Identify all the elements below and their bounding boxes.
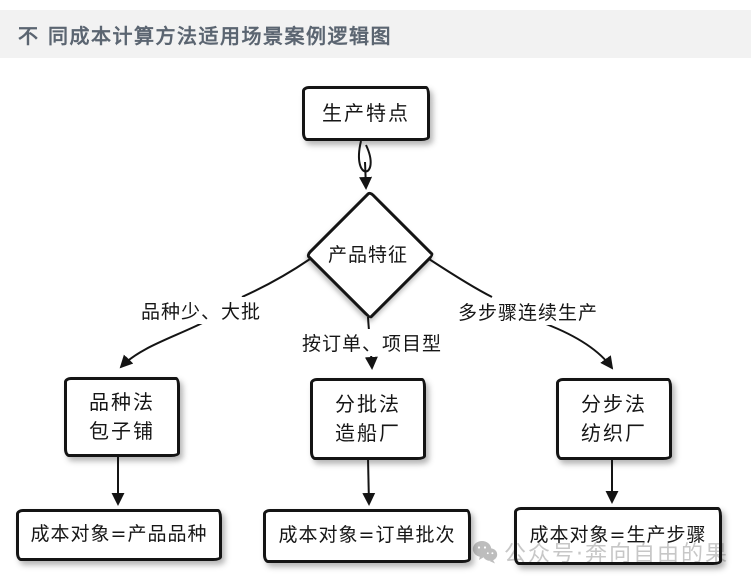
node-label-line2: 纺织厂 (581, 421, 647, 445)
node-label: 成本对象=产品品种 (30, 523, 208, 546)
node-cost-object-step: 成本对象=生产步骤 (514, 507, 722, 565)
node-label: 成本对象=订单批次 (278, 524, 456, 547)
edge-label-few-varieties: 品种少、大批 (138, 297, 265, 324)
edge-production-to-decision (359, 161, 373, 190)
node-production-characteristics: 生产特点 (302, 86, 430, 141)
node-variety-method: 品种法 包子铺 (64, 377, 180, 457)
edge-batch-to-object (362, 457, 376, 506)
node-label-line2: 包子铺 (89, 419, 155, 443)
wechat-icon (472, 541, 498, 564)
edge-decision-to-left-seg1 (241, 258, 311, 298)
node-label-line1: 品种法 (89, 390, 155, 414)
node-batch-method: 分批法 造船厂 (310, 378, 426, 460)
node-step-method: 分步法 纺织厂 (556, 378, 672, 460)
node-cost-object-variety: 成本对象=产品品种 (16, 509, 222, 561)
node-label-line1: 分步法 (581, 392, 647, 416)
edge-label-multi-step: 多步骤连续生产 (455, 298, 602, 325)
page-title: 不 同成本计算方法适用场景案例逻辑图 (18, 23, 392, 48)
edge-production-to-decision-loop (358, 140, 372, 173)
edge-decision-to-right-arrow (545, 323, 614, 370)
node-label-line1: 分批法 (335, 392, 401, 416)
node-label: 成本对象=生产步骤 (529, 524, 707, 547)
node-label: 生产特点 (322, 101, 410, 125)
node-label-line2: 造船厂 (335, 421, 401, 445)
edge-decision-to-right-seg1 (428, 258, 493, 298)
decision-label: 产品特征 (327, 244, 408, 266)
edge-label-by-order: 按订单、项目型 (299, 329, 446, 356)
node-cost-object-batch: 成本对象=订单批次 (263, 509, 471, 563)
title-bar: 不 同成本计算方法适用场景案例逻辑图 (0, 10, 751, 58)
